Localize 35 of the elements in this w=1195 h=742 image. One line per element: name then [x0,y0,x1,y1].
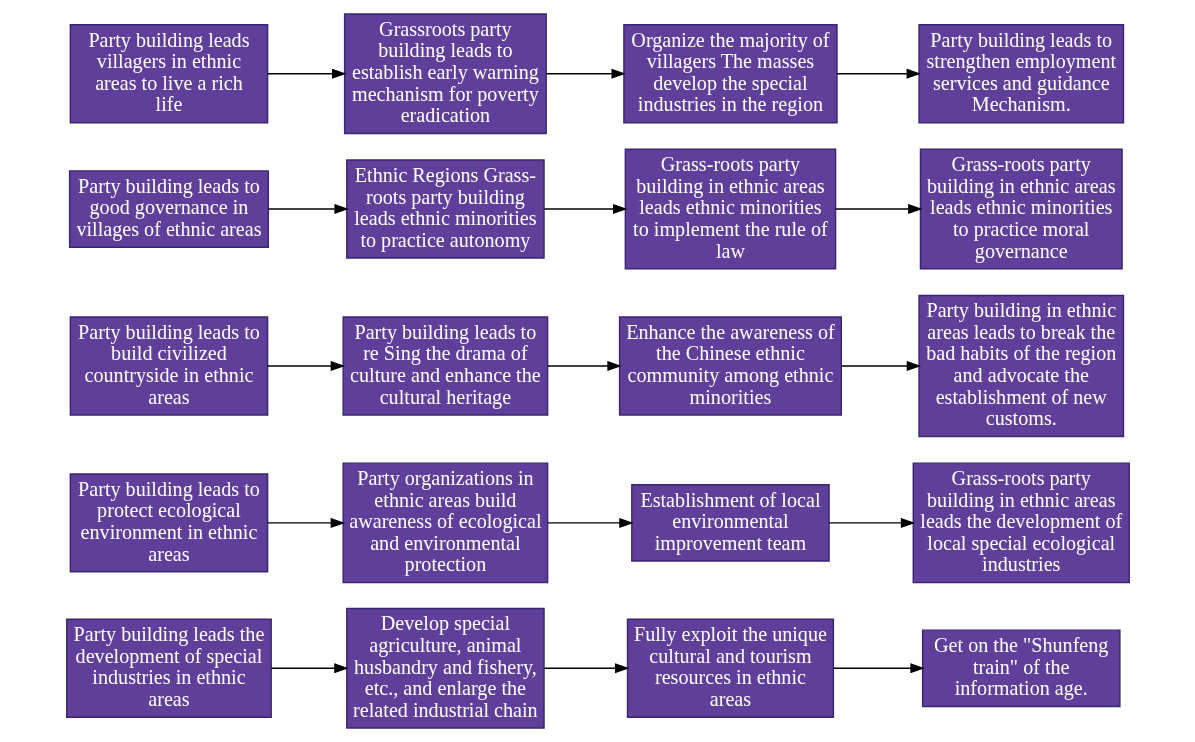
arrow [828,517,915,528]
node-box: Grassroots party building leads to establish early warning mechanism for poverty eradication [343,13,547,135]
node-box: Get on the "Shunfeng train" of the information age. [921,629,1121,708]
node-box: Grass-roots party building in ethnic areas leads the development of local special ecological industries [912,462,1130,584]
node-box: Grass-roots party building in ethnic areas leads ethnic minorities to implement the rule of law [624,148,836,270]
arrow [266,68,346,79]
arrow [546,360,622,371]
node-box: Party building leads villagers in ethnic areas to live a rich life [69,24,268,124]
arrow [840,360,921,371]
node-box: Grass-roots party building in ethnic areas leads ethnic minorities to practice moral governance [919,148,1123,270]
node-box: Ethnic Regions Grass-roots party building leads ethnic minorities to practice autonomy [345,159,545,259]
arrow [270,663,349,674]
node-box: Develop special agriculture, animal husbandry and fishery, etc., and enlarge the related industrial chain [345,607,545,729]
node-box: Party building in ethnic areas leads to break the bad habits of the region and advocate the establishment of new customs. [917,294,1124,438]
node-box: Enhance the awareness of the Chinese ethnic community among ethnic minorities [618,316,842,416]
arrow [266,517,345,528]
node-box: Party building leads the development of special industries in ethnic areas [65,618,272,718]
node-box: Fully exploit the unique cultural and tourism resources in ethnic areas [626,618,834,718]
arrow [834,204,923,215]
node-box: Party organizations in ethnic areas build awareness of ecological and environmental protection [341,462,548,584]
node-box: Party building leads to build civilized countryside in ethnic areas [69,316,268,416]
arrow [543,204,627,215]
arrow [545,68,626,79]
arrow [546,517,634,528]
node-box: Party building leads to good governance in villages of ethnic areas [68,170,269,248]
node-box: Party building leads to strengthen employment services and guidance Mechanism. [917,24,1124,124]
arrow [266,360,345,371]
node-box: Organize the majority of villagers The masses develop the special industries in the region [622,24,838,124]
arrow [832,663,925,674]
node-box: Party building leads to protect ecological environment in ethnic areas [69,473,268,573]
arrow [267,204,349,215]
node-box: Party building leads to re Sing the drama of culture and enhance the cultural heritage [341,316,548,416]
arrow [835,68,921,79]
arrow [543,663,629,674]
node-box: Establishment of local environmental improvement team [630,484,830,562]
